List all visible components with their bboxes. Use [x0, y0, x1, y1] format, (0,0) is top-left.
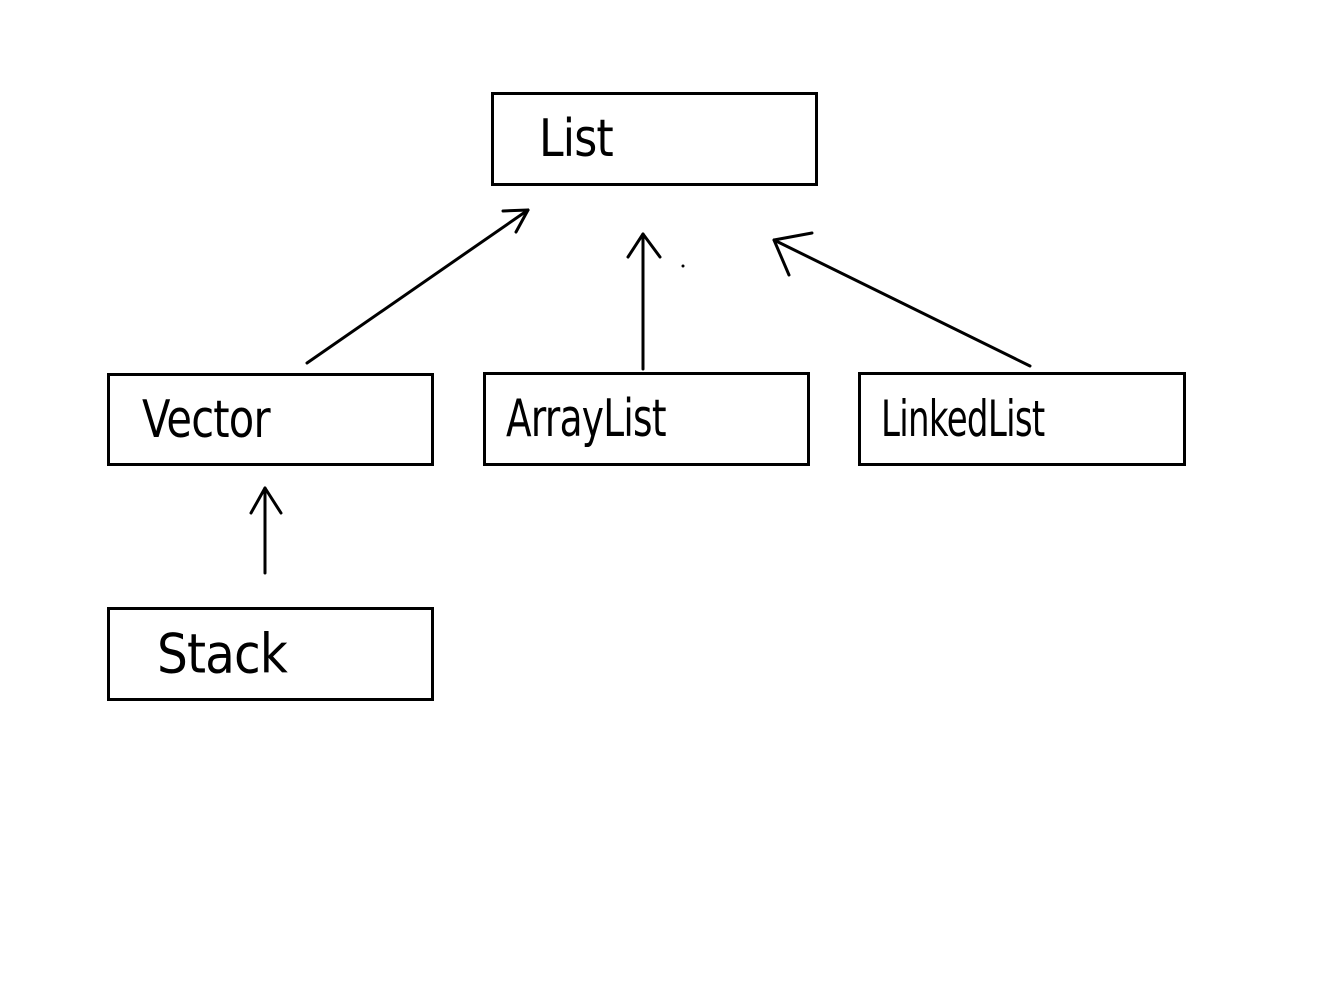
arrow-arraylist-to-list	[626, 232, 662, 371]
class-box-linkedlist: LinkedList	[858, 372, 1186, 466]
arrow-stack-to-vector	[249, 486, 283, 575]
class-label-arraylist: ArrayList	[506, 389, 667, 449]
arrow-vector-to-list	[305, 208, 530, 365]
class-label-vector: Vector	[142, 389, 271, 450]
class-box-list: List	[491, 92, 818, 186]
class-label-list: List	[539, 109, 614, 169]
class-box-arraylist: ArrayList	[483, 372, 810, 466]
arrow-linkedlist-to-list	[772, 231, 1032, 368]
class-box-stack: Stack	[107, 607, 434, 701]
class-label-linkedlist: LinkedList	[881, 390, 1045, 448]
class-box-vector: Vector	[107, 373, 434, 466]
stray-dot	[681, 264, 685, 268]
class-label-stack: Stack	[157, 622, 288, 686]
